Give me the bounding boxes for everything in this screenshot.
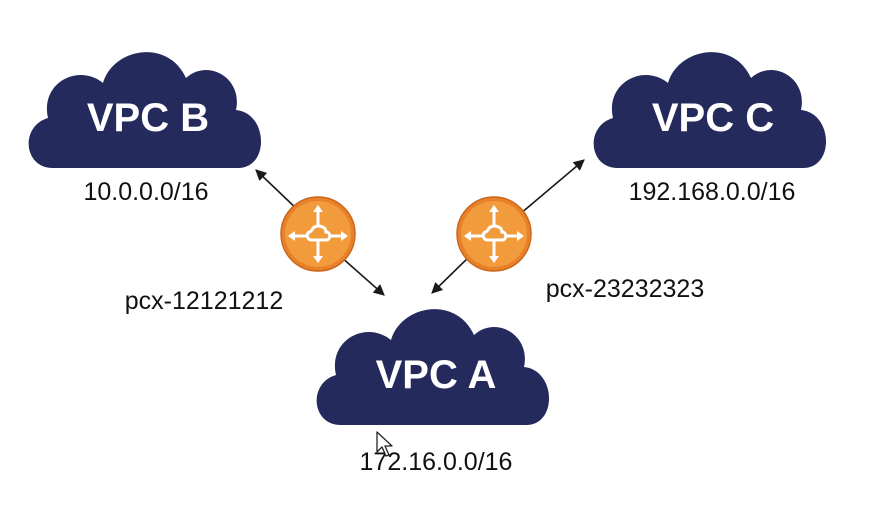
peering-right-id: pcx-23232323	[546, 275, 704, 303]
link-vpc-b-to-left-peering	[255, 169, 301, 213]
vpc-a-label: VPC A	[376, 353, 497, 397]
vpc-a-cidr: 172.16.0.0/16	[360, 448, 513, 476]
mouse-cursor-icon	[376, 431, 393, 457]
vpc-b-label: VPC B	[87, 96, 209, 140]
peering-connection-icon	[288, 205, 348, 263]
vpc-c-label: VPC C	[652, 96, 774, 140]
link-vpc-c-to-right-peering	[519, 159, 585, 215]
vpc-b-cidr: 10.0.0.0/16	[83, 178, 208, 206]
peering-connection-icon-right	[456, 196, 532, 272]
vpc-c-cidr: 192.168.0.0/16	[629, 178, 796, 206]
link-right-peering-to-vpc-a	[431, 253, 473, 294]
vpc-c-cloud: VPC C	[593, 52, 827, 168]
link-left-peering-to-vpc-a	[339, 255, 385, 296]
peering-connection-icon	[464, 205, 524, 263]
vpc-a-cloud: VPC A	[316, 309, 550, 425]
vpc-b-cloud: VPC B	[28, 52, 262, 168]
peering-left-id: pcx-12121212	[125, 287, 283, 315]
peering-connection-icon-left	[280, 196, 356, 272]
